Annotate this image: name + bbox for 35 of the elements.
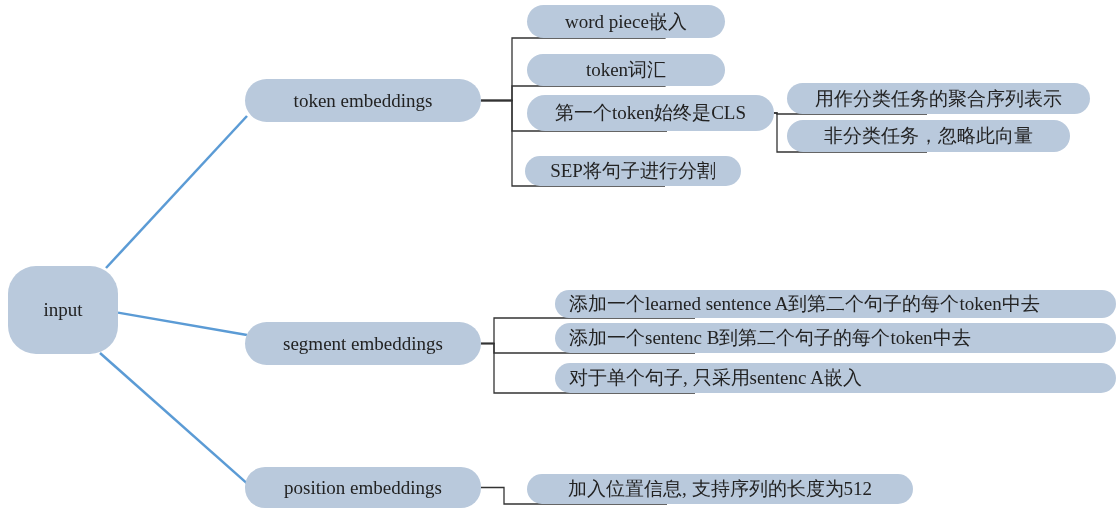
topic-box xyxy=(8,266,118,354)
topic-text: token词汇 xyxy=(585,58,667,82)
topic-text: word piece嵌入 xyxy=(565,9,687,34)
topic-text: 非分类任务，忽略此向量 xyxy=(824,124,1033,148)
topic-text: position embeddings xyxy=(284,476,442,499)
branch-line xyxy=(480,99,666,187)
topic-box xyxy=(555,323,1116,353)
branch-line xyxy=(480,486,668,505)
topic-box xyxy=(527,95,774,131)
topic-box xyxy=(787,120,1070,152)
topic-box xyxy=(555,363,1116,393)
branch-line xyxy=(773,112,928,153)
topic-text: 加入位置信息, 支持序列的长度为512 xyxy=(568,477,872,501)
topic-text: 对于单个句子, 只采用sentenc A嵌入 xyxy=(569,366,862,390)
topic-text: 添加一个learned sentence A到第二个句子的每个token中去 xyxy=(569,292,1040,316)
connector-line xyxy=(105,115,248,269)
topic-text: segment embeddings xyxy=(283,332,443,355)
branch-line xyxy=(480,342,696,394)
topic-box xyxy=(527,474,913,504)
topic-box xyxy=(555,290,1116,318)
topic-text: 用作分类任务的聚合序列表示 xyxy=(815,86,1062,111)
topic-box xyxy=(525,156,741,186)
topic-text: SEP将句子进行分割 xyxy=(550,159,716,183)
topic-box xyxy=(245,467,481,508)
topic-text: token embeddings xyxy=(293,89,433,112)
connector-line xyxy=(99,352,248,485)
topic-box xyxy=(787,83,1090,114)
topic-text: 添加一个sentenc B到第二个句子的每个token中去 xyxy=(569,326,971,350)
topic-box xyxy=(527,54,725,86)
connector-line xyxy=(117,311,248,337)
topic-box xyxy=(527,5,725,38)
topic-box xyxy=(245,79,481,122)
topic-text: 第一个token始终是CLS xyxy=(554,101,747,125)
topic-text: input xyxy=(43,299,83,321)
topic-box xyxy=(245,322,481,365)
